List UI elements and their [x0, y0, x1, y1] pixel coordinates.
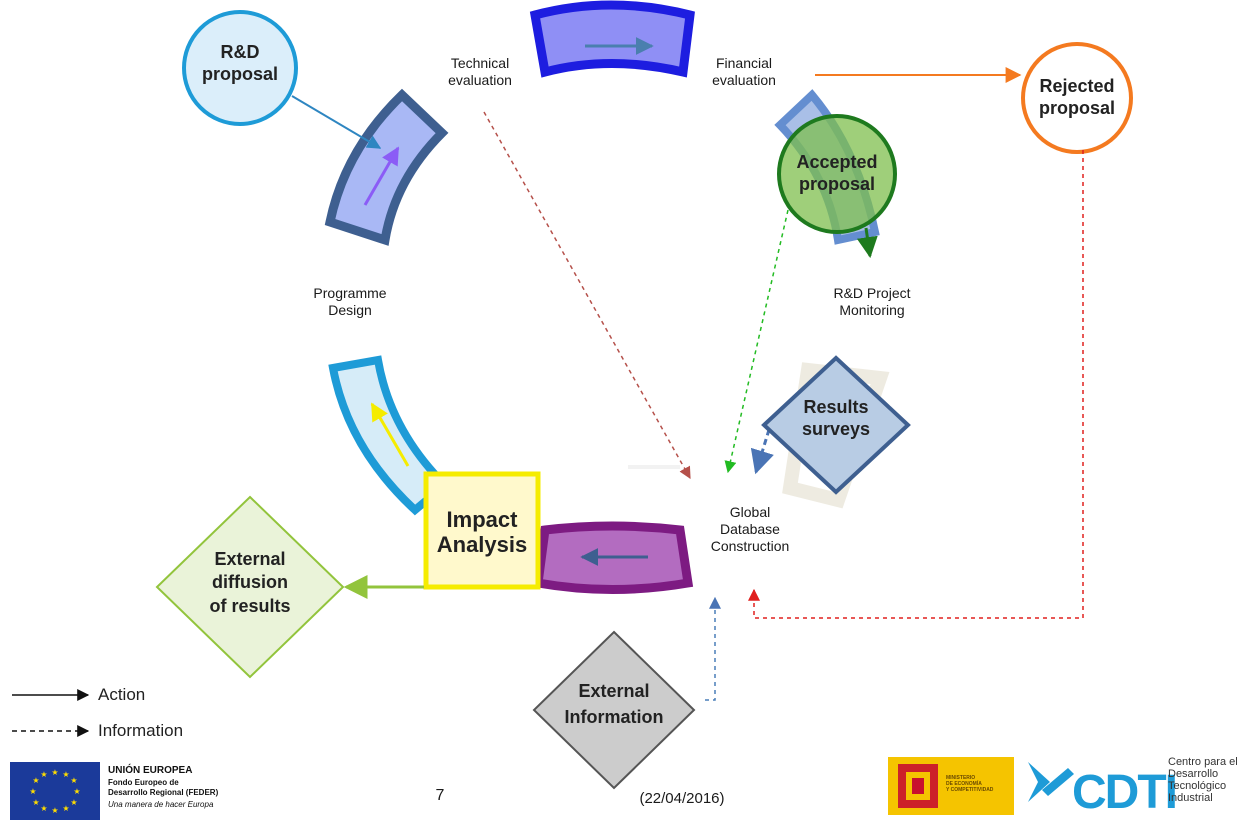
svg-text:★: ★ [40, 804, 47, 813]
rd-proposal-arrow [291, 95, 382, 149]
eu-fund-line2: Desarrollo Regional (FEDER) [108, 788, 219, 797]
external-information-label: External Information [564, 681, 664, 728]
results-surveys-label: Results surveys [801, 397, 871, 439]
svg-text:★: ★ [32, 776, 39, 785]
svg-text:★: ★ [73, 787, 80, 796]
legend-action-label: Action [98, 685, 146, 704]
svg-text:★: ★ [51, 806, 58, 815]
results-surveys-node [761, 355, 911, 495]
technical-to-database-info-arrow [483, 111, 691, 480]
rejected-to-database-info-arrow [748, 150, 1084, 619]
svg-text:★: ★ [51, 768, 58, 777]
eu-flag-logo: ★★★ ★★★ ★★★ ★★★ [10, 762, 100, 820]
rejected-proposal-node [1021, 42, 1133, 154]
impact-analysis-node [423, 471, 541, 590]
external-information-node [532, 630, 696, 790]
page-number: 7 [435, 787, 445, 804]
accepted-to-monitoring-arrow [856, 227, 878, 259]
rd-proposal-label: R&D proposal [201, 42, 278, 84]
svg-text:CDTI: CDTI [1072, 766, 1176, 819]
ministry-text: MINISTERIO DE ECONOMÍA Y COMPETITIVIDAD [946, 775, 994, 793]
eu-fund-line1: Fondo Europeo de [108, 778, 179, 787]
external-info-to-database-arrow [705, 596, 721, 701]
rd-proposal-node [182, 10, 298, 126]
cdti-logo: CDTI [1028, 762, 1178, 819]
svg-text:★: ★ [29, 787, 36, 796]
programme-design-label: Programme Design [313, 285, 387, 318]
impact-analysis-label: Impact Analysis [436, 507, 528, 558]
eu-motto: Una manera de hacer Europa [108, 800, 214, 809]
financial-evaluation-label: Financial evaluation [712, 55, 776, 88]
external-diffusion-node [155, 495, 345, 679]
external-diffusion-label: External diffusion of results [209, 549, 291, 616]
cdti-name: Centro para el Desarrollo Tecnológico In… [1168, 756, 1238, 804]
rejected-proposal-label: Rejected proposal [1038, 76, 1115, 118]
project-monitoring-label: R&D Project Monitoring [833, 285, 911, 318]
accepted-proposal-node [777, 114, 897, 234]
svg-text:★: ★ [62, 770, 69, 779]
svg-text:★: ★ [70, 798, 77, 807]
surveys-to-database-info-arrow [750, 419, 774, 475]
global-database-label: Global Database Construction [710, 504, 790, 554]
svg-text:★: ★ [70, 776, 77, 785]
arc-database-segment [532, 521, 694, 594]
slide-date: (22/04/2016) [639, 790, 725, 807]
svg-text:★: ★ [40, 770, 47, 779]
svg-text:★: ★ [32, 798, 39, 807]
svg-text:★: ★ [62, 804, 69, 813]
eu-title: UNIÓN EUROPEA [108, 765, 193, 776]
arc-design-segment [324, 88, 449, 246]
accepted-proposal-label: Accepted proposal [796, 152, 878, 194]
eu-funding-text: UNIÓN EUROPEA Fondo Europeo de Desarroll… [108, 765, 218, 809]
legend-information-label: Information [98, 721, 184, 740]
arc-evaluation-segment [529, 0, 695, 78]
ministry-logo [888, 757, 1014, 815]
technical-evaluation-label: Technical evaluation [448, 55, 512, 88]
